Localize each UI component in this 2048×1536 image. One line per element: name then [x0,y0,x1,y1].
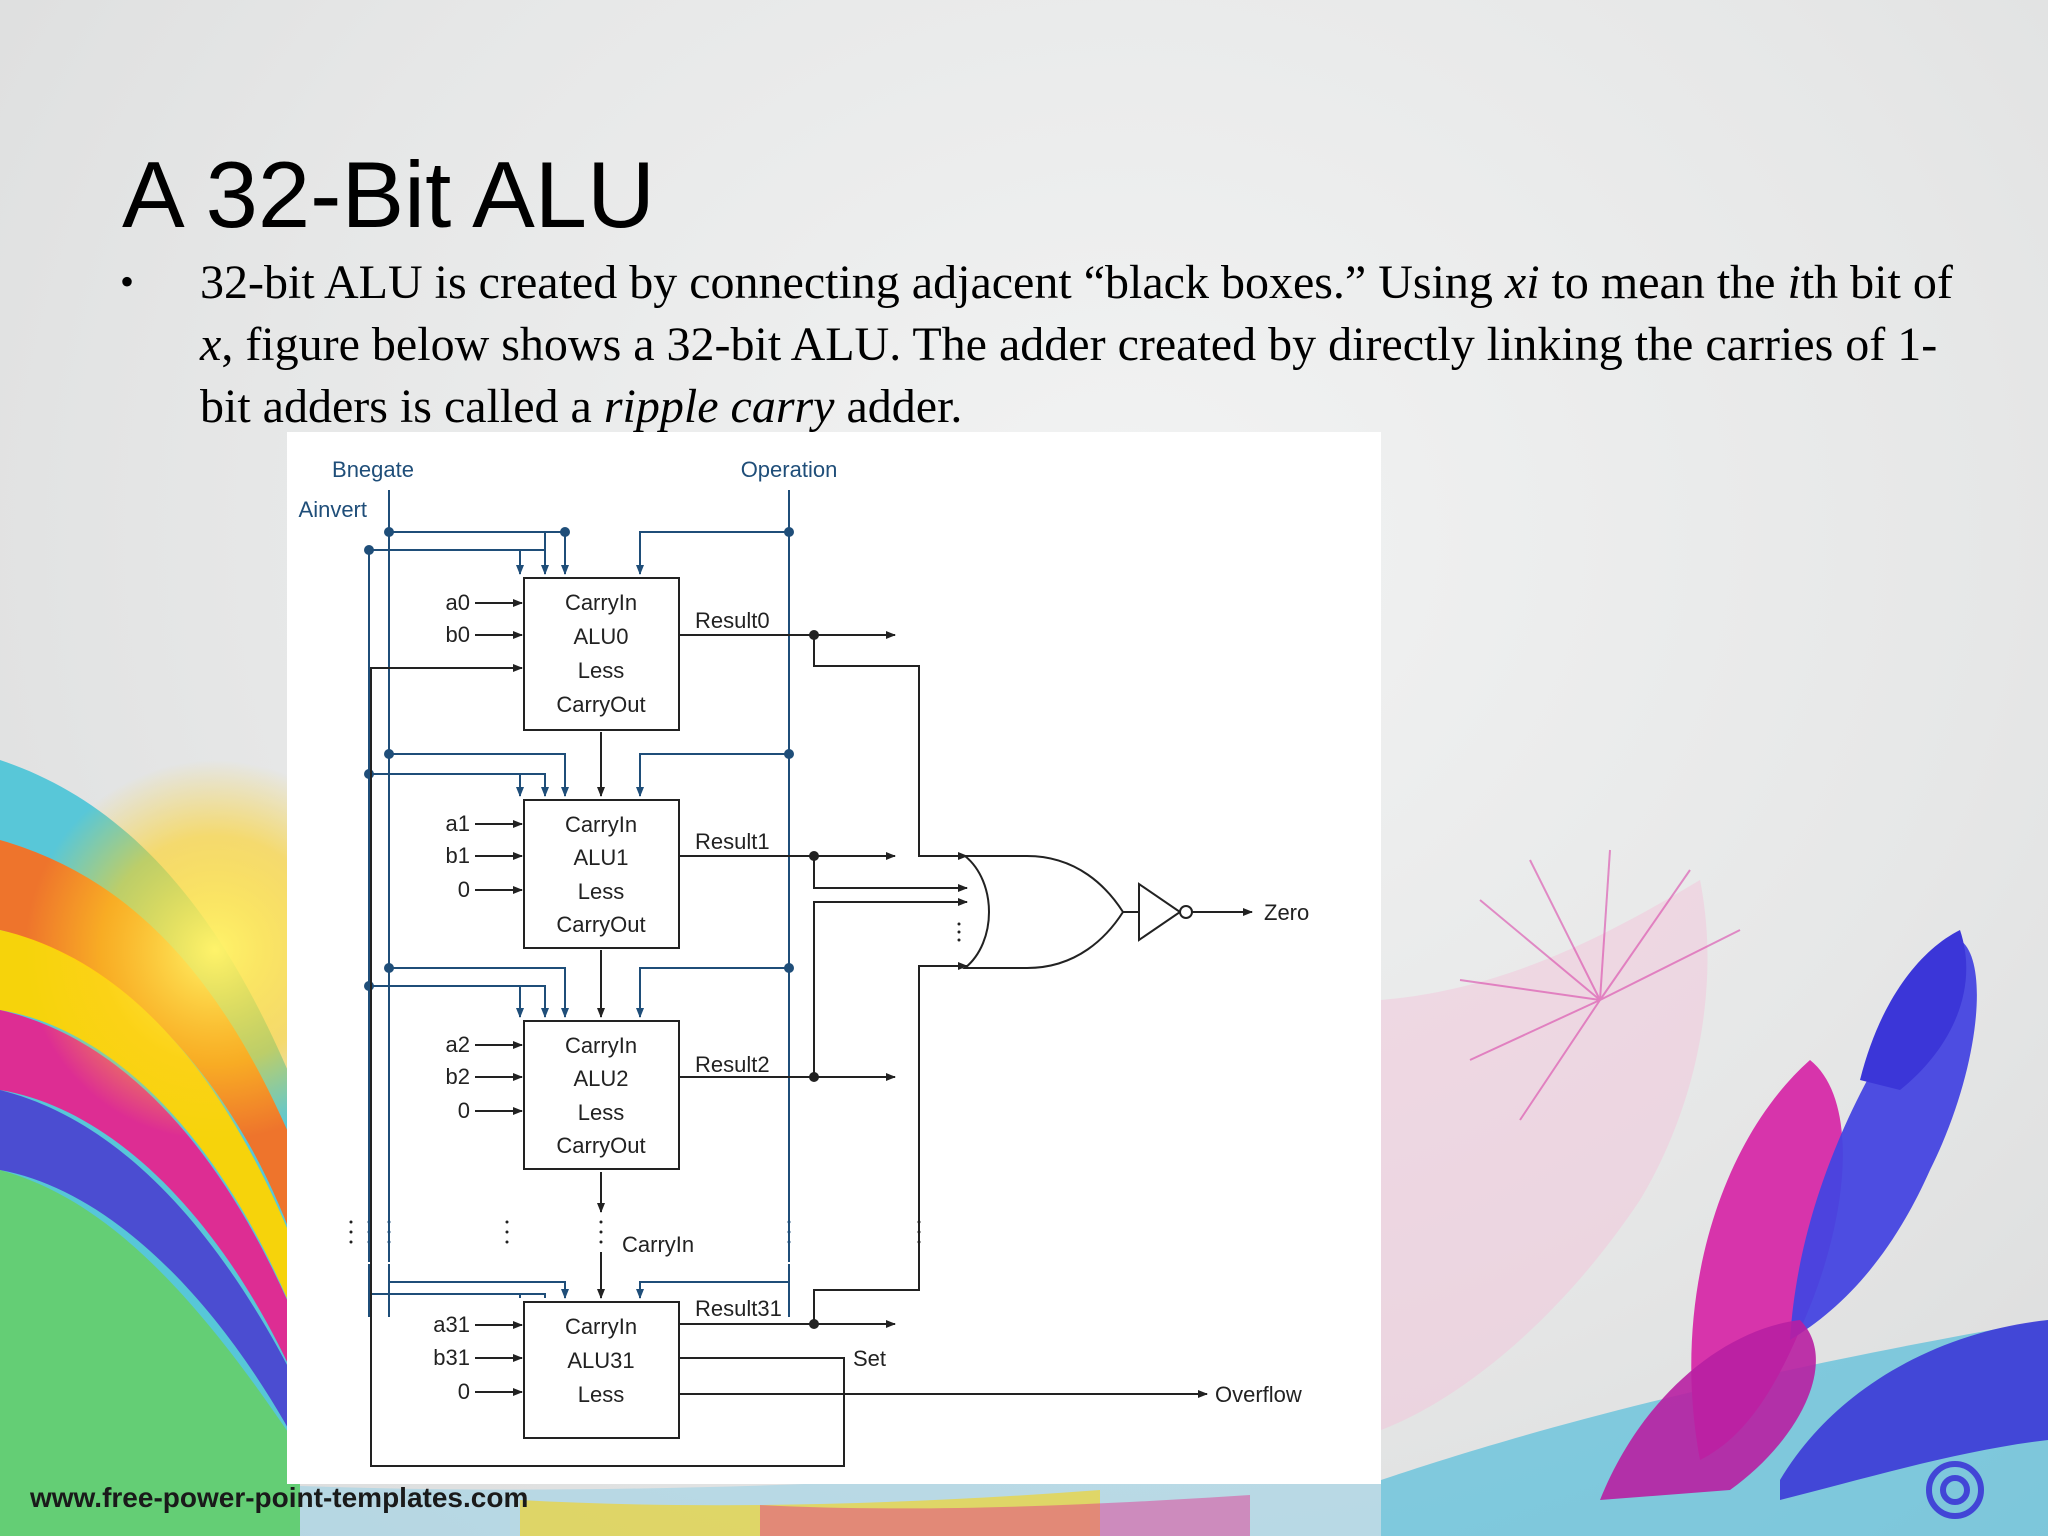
alu31-input-b: b31 [433,1345,470,1370]
bnegate-label: Bnegate [332,457,414,482]
alu2-control-taps [369,967,789,1018]
bullet-text-run: adder. [834,380,963,433]
inverter-gate [1138,882,1182,942]
alu0-port-carryin: CarryIn [565,590,637,615]
bullet-text: 32-bit ALU is created by connecting adja… [200,252,1960,438]
alu1-name: ALU1 [573,845,628,870]
alu-1: CarryIn ALU1 Less CarryOut [523,799,680,949]
alu31-input-a: a31 [433,1312,470,1337]
alu31-name: ALU31 [567,1348,634,1373]
alu0-port-carryout: CarryOut [556,692,645,717]
alu1-input-b: b1 [446,843,470,868]
bullet-text-run: 32-bit ALU is created by connecting adja… [200,256,1505,309]
alu1-port-carryout: CarryOut [556,912,645,937]
bullet-text-italic: i [1787,256,1801,309]
ainvert-label: Ainvert [299,497,367,522]
alu1-input-less: 0 [458,877,470,902]
alu1-control-taps [369,753,789,797]
zero-label: Zero [1264,900,1309,925]
diagram-panel: Bnegate Ainvert Operation [287,432,1381,1484]
alu-31: CarryIn ALU31 Less [523,1301,680,1439]
alu2-port-carryout: CarryOut [556,1133,645,1158]
result2-label: Result2 [695,1052,770,1077]
alu1-port-carryin: CarryIn [565,812,637,837]
carryin-label: CarryIn [622,1232,694,1257]
bullet-text-italic: x [200,318,222,371]
alu0-input-a: a0 [446,590,470,615]
bullet-text-italic: ripple carry [603,380,835,433]
alu31-port-less: Less [578,1382,624,1407]
result-wires [679,631,968,1328]
alu31-port-carryin: CarryIn [565,1314,637,1339]
set-feedback-wire [370,664,845,1467]
alu2-input-b: b2 [446,1064,470,1089]
alu0-port-less: Less [578,658,624,683]
alu2-input-a: a2 [446,1032,470,1057]
alu31-input-less: 0 [458,1379,470,1404]
control-buses [368,490,790,1317]
bullet-text-run: , figure below shows a 32-bit ALU. The a… [200,318,1938,433]
alu2-input-less: 0 [458,1098,470,1123]
alu-0: CarryIn ALU0 Less CarryOut [523,577,680,731]
alu0-control-taps [369,531,789,575]
or-gate-input-dots [957,922,961,942]
or-gate [962,855,1125,969]
alu-2: CarryIn ALU2 Less CarryOut [523,1020,680,1170]
alu1-port-less: Less [578,879,624,904]
alu2-name: ALU2 [573,1066,628,1091]
slide-title: A 32-Bit ALU [122,142,655,247]
alu-input-arrows [475,599,523,1396]
bullet-text-italic: xi [1504,256,1540,309]
bullet-marker: • [120,259,135,304]
result1-label: Result1 [695,829,770,854]
result31-label: Result31 [695,1296,782,1321]
result0-label: Result0 [695,608,770,633]
bullet-text-run: th bit of [1800,256,1953,309]
alu31-control-taps [368,1264,790,1299]
alu0-name: ALU0 [573,624,628,649]
alu2-port-carryin: CarryIn [565,1033,637,1058]
overflow-label: Overflow [1215,1382,1302,1407]
alu0-input-b: b0 [446,622,470,647]
set-label: Set [853,1346,886,1371]
operation-label: Operation [741,457,838,482]
alu2-port-less: Less [578,1100,624,1125]
alu1-input-a: a1 [446,811,470,836]
inverter-bubble [1179,905,1193,919]
footer-url: www.free-power-point-templates.com [30,1482,529,1513]
bullet-text-run: to mean the [1539,256,1788,309]
alu-32bit-diagram: Bnegate Ainvert Operation [299,457,1309,1467]
